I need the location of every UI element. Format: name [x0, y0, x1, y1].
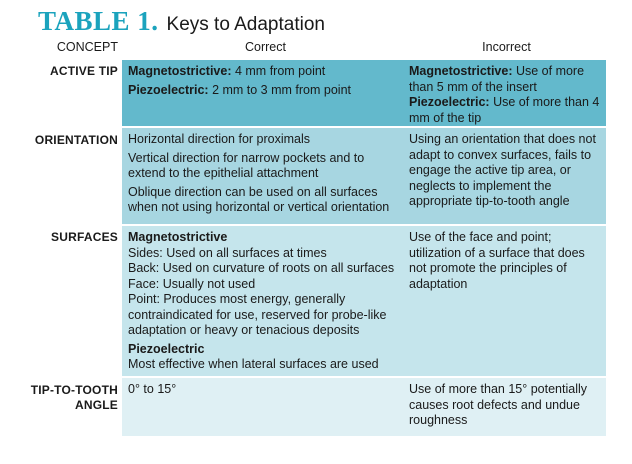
table-number: TABLE 1. — [38, 6, 159, 36]
cell-text: Face: Usually not used — [128, 276, 256, 291]
correct-cell: 0° to 15° — [122, 378, 405, 436]
cell-text: Use of more than 4 mm of the tip — [409, 95, 600, 125]
cell-label: Magnetostrictive: — [409, 64, 513, 78]
concept-label: SURFACES — [51, 230, 118, 244]
cell-heading: Magnetostrictive — [128, 230, 228, 244]
cell-text: Using an orientation that does not adapt… — [409, 132, 596, 208]
concept-label-line1: TIP-TO-TOOTH — [30, 383, 118, 397]
cell-text: Oblique direction can be used on all sur… — [128, 184, 390, 215]
correct-cell: Horizontal direction for proximals Verti… — [122, 128, 405, 224]
cell-text: Back: Used on curvature of roots on all … — [128, 261, 395, 275]
cell-label: Magnetostrictive: — [128, 64, 232, 78]
concept-label: ORIENTATION — [34, 133, 118, 147]
correct-cell: Magnetostrictive: 4 mm from point Piezoe… — [122, 60, 405, 126]
concept-label: TIP-TO-TOOTH ANGLE — [0, 383, 118, 413]
cell-text: 2 mm to 3 mm from point — [208, 82, 351, 97]
incorrect-cell: Use of more than 15° potentially causes … — [405, 378, 606, 436]
cell-text: 0° to 15° — [128, 382, 177, 396]
cell-text: 4 mm from point — [231, 64, 326, 78]
cell-text: Point: Produces most energy, generally c… — [128, 292, 387, 337]
header-incorrect: Incorrect — [482, 40, 531, 54]
cell-text: Most effective when lateral surfaces are… — [128, 357, 379, 371]
cell-text: Horizontal direction for proximals — [128, 132, 311, 146]
incorrect-cell: Use of the face and point; utilization o… — [405, 226, 606, 376]
header-correct: Correct — [245, 40, 286, 54]
table-row-orientation: ORIENTATION Horizontal direction for pro… — [0, 128, 606, 224]
table-row-tip-to-tooth-angle: TIP-TO-TOOTH ANGLE 0° to 15° Use of more… — [0, 378, 606, 436]
concept-label-line2: ANGLE — [75, 398, 118, 412]
concept-label: ACTIVE TIP — [49, 64, 118, 78]
table-row-surfaces: SURFACES Magnetostrictive Sides: Used on… — [0, 226, 606, 376]
cell-text: Use of more than 15° potentially causes … — [409, 382, 588, 427]
header-concept: CONCEPT — [56, 40, 118, 54]
cell-text: Vertical direction for narrow pockets an… — [128, 150, 365, 181]
cell-text: Sides: Used on all surfaces at times — [128, 245, 327, 260]
incorrect-cell: Using an orientation that does not adapt… — [405, 128, 606, 224]
correct-cell: Magnetostrictive Sides: Used on all surf… — [122, 226, 405, 376]
incorrect-cell: Magnetostrictive: Use of more than 5 mm … — [405, 60, 606, 126]
cell-heading: Piezoelectric — [128, 341, 205, 356]
table-row-active-tip: ACTIVE TIP Magnetostrictive: 4 mm from p… — [0, 60, 606, 126]
cell-text: Use of the face and point; utilization o… — [409, 230, 585, 291]
cell-label: Piezoelectric: — [128, 82, 209, 97]
table-title: TABLE 1. Keys to Adaptation — [38, 6, 325, 36]
cell-label: Piezoelectric: — [409, 95, 490, 109]
table-caption: Keys to Adaptation — [166, 14, 325, 35]
cell-text: Use of more than 5 mm of the insert — [409, 64, 585, 94]
